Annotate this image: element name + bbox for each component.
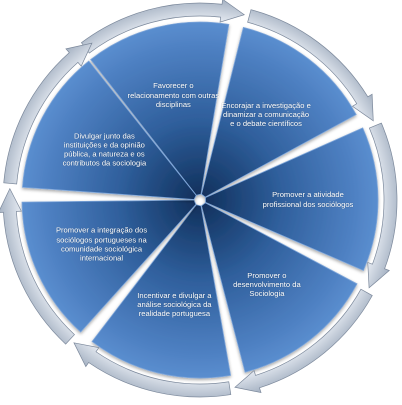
segment-4 <box>201 202 358 373</box>
cycle-arrow-3 <box>367 122 398 289</box>
segment-2 <box>201 26 357 198</box>
segment-3 <box>205 127 379 272</box>
cycle-arrow-5 <box>73 342 232 398</box>
segment-label-5: Incentivar e divulgar a análise sociológ… <box>137 291 212 319</box>
cycle-arrow-7 <box>3 42 93 185</box>
segment-label-3: Promover a atividade profissional dos so… <box>262 190 354 209</box>
segment-1 <box>90 21 230 196</box>
segment-label-4: Promover o desenvolvimento da Sociologia <box>233 270 301 299</box>
segment-7 <box>22 60 197 200</box>
cycle-arrow-2 <box>247 9 374 122</box>
cycle-arrow-6 <box>0 187 76 345</box>
segment-label-1: Favorecer o relacionamento com outras di… <box>127 81 220 109</box>
segment-6 <box>21 199 197 333</box>
segment-label-6: Promover a integração dos sociólogos por… <box>55 226 148 263</box>
cycle-arrow-1 <box>80 0 246 54</box>
cycle-arrow-4 <box>234 288 373 394</box>
segment-label-2: Encorajar a investigação e dinamizar a c… <box>221 100 311 129</box>
segment-label-7: Divulgar junto das instituições e da opi… <box>62 131 147 168</box>
segment-5 <box>91 204 232 379</box>
